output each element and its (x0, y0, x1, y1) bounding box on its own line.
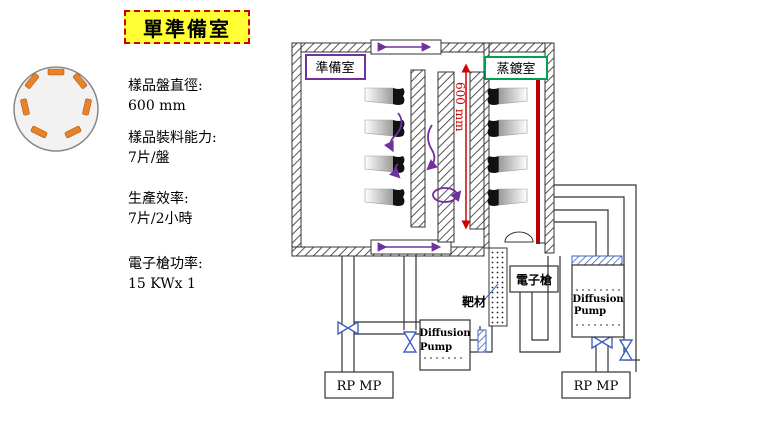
evap-chamber-label-box (484, 56, 548, 80)
chamber-wall-top (483, 42, 555, 53)
sample-piece (47, 68, 65, 76)
spec-loading-capacity: 樣品裝料能力: 7片/盤 (128, 128, 217, 168)
vacuum-piping (341, 184, 640, 372)
valve (618, 339, 634, 361)
target-material (488, 247, 508, 327)
pump-label: Pump (574, 306, 606, 317)
diffusion-pump-left: Diffusion Pump (419, 319, 471, 371)
sample-piece (24, 73, 40, 89)
sample-holder (364, 155, 405, 173)
spec-label: 樣品盤直徑: (128, 78, 203, 94)
rotary-pump-left: RP MP (324, 371, 394, 399)
sample-piece (64, 126, 82, 138)
prep-chamber: 準備室 (291, 39, 485, 257)
sample-plate-illustration (13, 66, 99, 152)
spec-label: 生產效率: (128, 191, 189, 207)
sample-holders-left (364, 87, 405, 206)
sample-piece (72, 73, 88, 89)
rotation-arrow (426, 124, 438, 171)
egun-dome (504, 231, 534, 243)
sample-piece (82, 98, 92, 116)
sample-holder (487, 87, 528, 105)
spec-plate-diameter: 樣品盤直徑: 600 mm (128, 76, 203, 116)
heater-bar (536, 62, 540, 244)
valve (337, 320, 359, 336)
dimension-label: 600 mm (453, 82, 467, 132)
page-title: 單準備室 (124, 10, 250, 44)
target-label: 靶材 (462, 294, 486, 309)
spec-label: 電子槍功率: (128, 256, 203, 272)
spec-egun-power: 電子槍功率: 15 KWx 1 (128, 254, 203, 294)
rp-label: RP MP (574, 379, 619, 394)
spec-value: 7片/盤 (128, 150, 170, 166)
pump-label: Diffusion (419, 328, 471, 339)
rotation-arrow (383, 112, 403, 153)
sample-holder (364, 188, 405, 206)
sample-holder (364, 119, 405, 137)
pump-label: Pump (420, 342, 452, 353)
center-shaft (437, 71, 455, 243)
baffle-right (571, 255, 623, 266)
diffusion-pump-right: Diffusion Pump (571, 264, 625, 338)
rotary-pump-right: RP MP (561, 371, 631, 399)
sample-holders-right (487, 87, 528, 206)
dimension-600mm: 600 mm (453, 63, 471, 230)
left-plate (410, 69, 426, 228)
sample-holder (487, 119, 528, 137)
pump-label: Diffusion (572, 294, 624, 305)
prep-chamber-label-box (305, 54, 366, 80)
spec-value: 7片/2小時 (128, 211, 193, 227)
chamber-wall-right (544, 42, 555, 254)
valve (402, 331, 418, 353)
spec-value: 600 mm (128, 98, 186, 114)
evap-chamber-label: 蒸鍍室 (496, 61, 535, 77)
spec-label: 樣品裝料能力: (128, 130, 217, 146)
evap-chamber: 蒸鍍室 (483, 42, 555, 254)
spec-value: 15 KWx 1 (128, 276, 196, 292)
target-pointer (485, 283, 499, 299)
baffle-left (477, 329, 487, 353)
valves (337, 320, 634, 361)
sample-holder (487, 188, 528, 206)
rp-label: RP MP (337, 379, 382, 394)
egun-box (509, 265, 559, 293)
prep-chamber-label: 準備室 (315, 60, 354, 76)
rotation-arrow (389, 163, 401, 179)
valve (591, 334, 613, 350)
chamber-wall-left (291, 42, 302, 257)
sample-holder (364, 87, 405, 105)
sample-piece (20, 98, 30, 116)
egun-label: 電子槍 (516, 272, 553, 287)
sample-piece (30, 126, 48, 138)
sample-holder (487, 155, 528, 173)
rotation-arrows (383, 112, 462, 203)
right-plate (469, 71, 485, 230)
spec-production-rate: 生產效率: 7片/2小時 (128, 189, 193, 229)
